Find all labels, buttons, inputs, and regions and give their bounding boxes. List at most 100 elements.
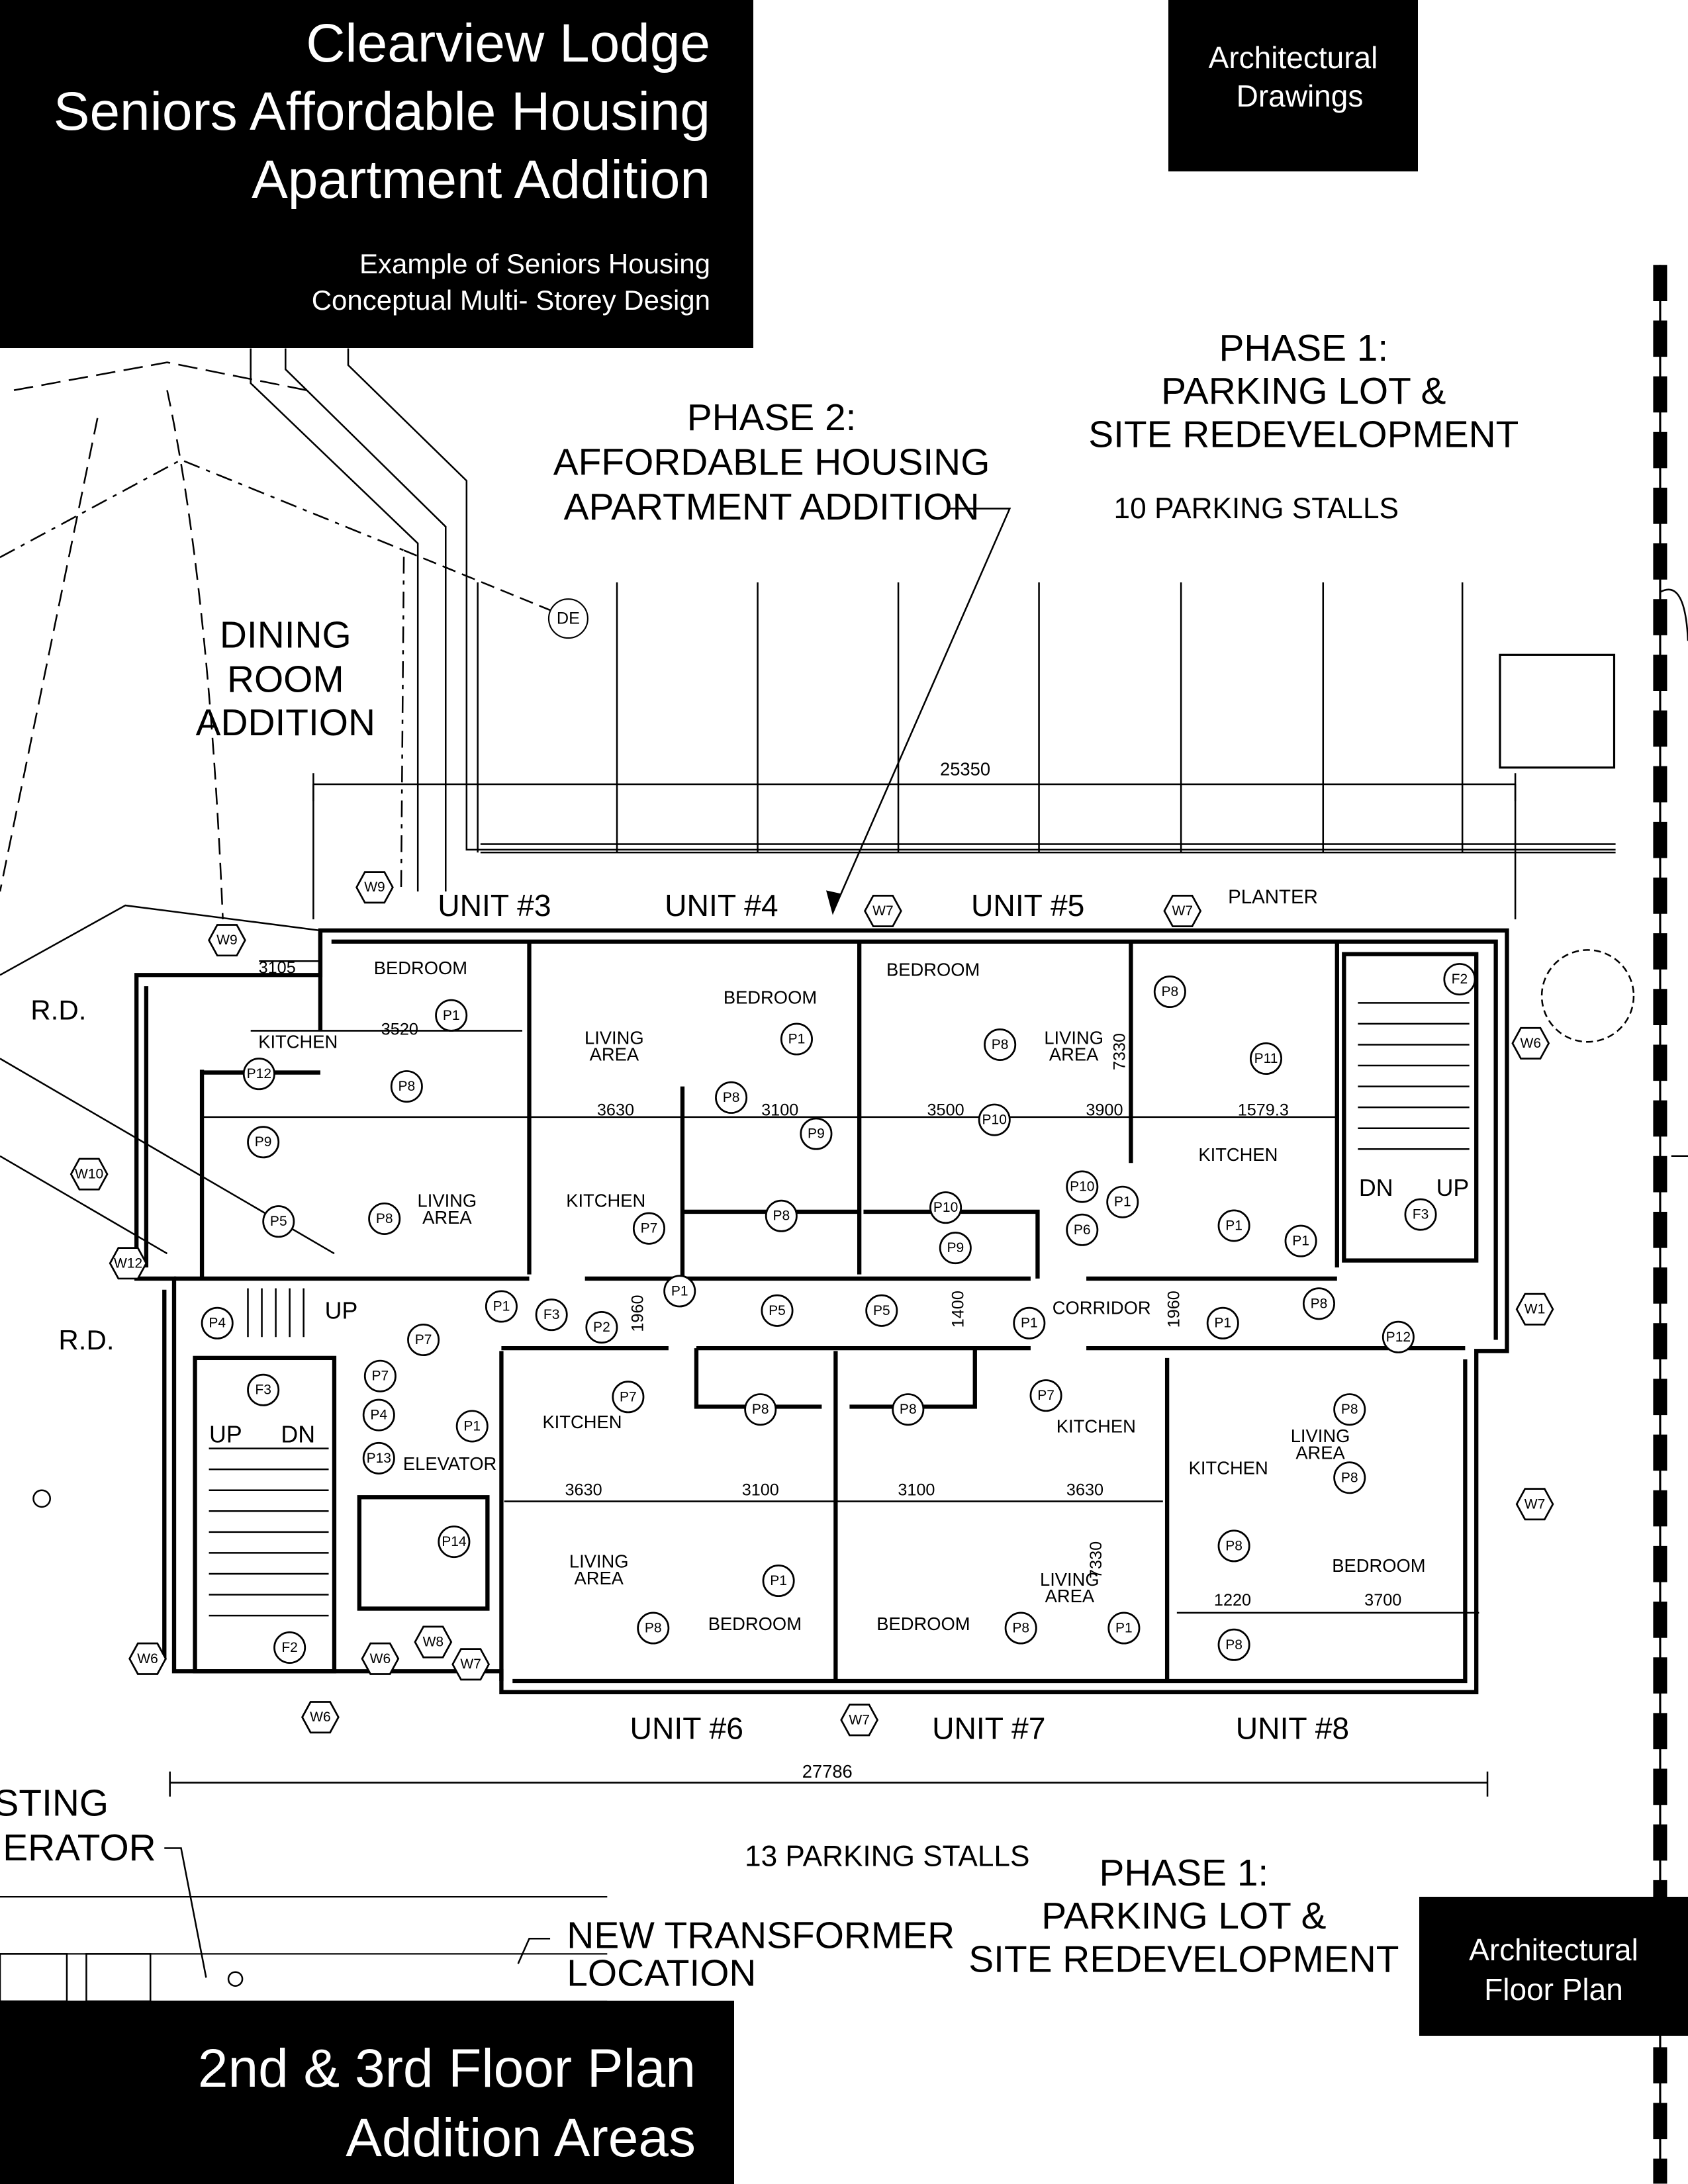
room-label: UP [1436, 1175, 1470, 1201]
dimension-label: 3100 [742, 1481, 779, 1500]
fixture-tag-circle [637, 1612, 670, 1645]
parking-count-note: 13 PARKING STALLS [745, 1841, 1029, 1873]
fixture-tag-circle [1333, 1393, 1366, 1426]
fixture-tag-label: P8 [992, 1037, 1009, 1052]
window-tag-hexagon [70, 1158, 109, 1191]
room-label: LIVING [1291, 1426, 1350, 1446]
fixture-tag-label: P5 [873, 1303, 890, 1318]
fixture-tag-label: F2 [281, 1640, 298, 1655]
fixture-tag-circle [892, 1393, 925, 1426]
phase1-note: PHASE 1: [1219, 328, 1388, 369]
fixture-tag-circle [435, 999, 468, 1032]
fixture-tag-label: P8 [376, 1211, 393, 1226]
room-label: LIVING [1040, 1569, 1100, 1590]
dimension-label: 3100 [761, 1101, 798, 1119]
room-label: BEDROOM [724, 987, 817, 1007]
fixture-tag-label: P6 [1074, 1222, 1091, 1238]
fixture-tag-circle [1382, 1320, 1415, 1353]
dimension-label: 3100 [898, 1481, 935, 1500]
fixture-tag-circle [1404, 1198, 1437, 1231]
room-label: LIVING [585, 1027, 644, 1048]
fixture-tag-circle [1217, 1209, 1250, 1242]
fixture-tag-circle [663, 1275, 696, 1308]
window-tag-label: W7 [872, 903, 894, 919]
fixture-tag-label: P8 [1161, 984, 1178, 999]
room-label: CORRIDOR [1053, 1298, 1151, 1318]
fixture-tag-circle [1249, 1042, 1283, 1075]
fixture-tag-label: P1 [1214, 1316, 1231, 1331]
fixture-tag-label: P1 [1115, 1621, 1133, 1636]
fixture-tag-label: P7 [1037, 1388, 1055, 1403]
title-block: Clearview Lodge Seniors Affordable Housi… [0, 0, 753, 348]
dimension-label: 1400 [949, 1291, 968, 1328]
fixture-tag-label: P4 [209, 1316, 226, 1331]
window-tag-hexagon [109, 1247, 148, 1280]
window-tag-label: W8 [423, 1635, 444, 1650]
window-tag-label: W6 [1520, 1036, 1541, 1051]
unit-label: UNIT #6 [630, 1711, 743, 1746]
fixture-tag-label: P1 [1225, 1218, 1243, 1233]
fixture-tag-label: P13 [367, 1451, 391, 1466]
room-label: DN [281, 1422, 315, 1448]
room-label: AREA [422, 1207, 472, 1228]
fixture-tag-circle [247, 1126, 280, 1159]
fixture-tag-label: P1 [1114, 1195, 1131, 1210]
dimension-label: 7330 [1111, 1033, 1129, 1070]
fixture-tag-circle [765, 1199, 798, 1232]
fixture-tag-label: P8 [645, 1621, 662, 1636]
fixture-tag-circle [485, 1290, 518, 1323]
overall-dimension: 27786 [802, 1761, 853, 1782]
fixture-tag-circle [273, 1631, 306, 1664]
dimension-label: 1960 [1165, 1291, 1184, 1328]
room-label: KITCHEN [1198, 1144, 1278, 1165]
planter-label: PLANTER [1228, 886, 1318, 908]
window-tag-hexagon [840, 1704, 879, 1737]
window-tag-hexagon [128, 1642, 167, 1675]
fixture-tag-circle [744, 1393, 777, 1426]
window-tag-hexagon [355, 871, 394, 904]
fixture-tag-label: P8 [900, 1402, 917, 1417]
fixture-tag-circle [455, 1410, 489, 1443]
fixture-tag-label: F3 [255, 1383, 271, 1398]
window-tag-label: W7 [1172, 903, 1193, 919]
room-label: AREA [1045, 1586, 1095, 1606]
transformer-note: LOCATION [567, 1952, 756, 1994]
fixture-tag-circle [1206, 1306, 1239, 1340]
room-label: UP [325, 1297, 358, 1324]
window-tag-label: W6 [137, 1651, 158, 1666]
room-label: AREA [574, 1568, 624, 1588]
fixture-tag-circle [407, 1323, 440, 1357]
section-label-line-1: Architectural [1469, 1933, 1638, 1967]
fixture-tag-circle [362, 1441, 395, 1475]
sheet-title: 2nd & 3rd Floor Plan Addition Areas [0, 2001, 734, 2184]
detail-tag-label: DE [557, 610, 580, 628]
fixture-tag-circle [363, 1359, 397, 1392]
fixture-tag-label: P12 [247, 1066, 271, 1081]
project-subtitle-line-1: Example of Seniors Housing [359, 248, 710, 279]
fixture-tag-label: P8 [1225, 1538, 1243, 1553]
window-tag-hexagon [451, 1648, 491, 1681]
fixture-tag-circle [390, 1070, 423, 1103]
window-tag-label: W6 [370, 1651, 391, 1666]
section-label-drawings: Architectural Drawings [1168, 0, 1418, 171]
roof-drain-label: R.D. [30, 994, 86, 1025]
room-label: AREA [1295, 1442, 1345, 1463]
fixture-tag-circle [1153, 976, 1186, 1009]
dimension-label: 3105 [259, 959, 296, 978]
fixture-tag-label: P2 [593, 1320, 610, 1335]
project-title-line-2: Seniors Affordable Housing [53, 81, 710, 142]
fixture-tag-circle [715, 1081, 748, 1114]
phase1-note: PARKING LOT & [1161, 371, 1446, 412]
fixture-tag-circle [978, 1103, 1011, 1136]
dining-room-note: ADDITION [196, 702, 375, 744]
dimension-label: 3520 [381, 1020, 418, 1038]
project-title-line-1: Clearview Lodge [306, 13, 710, 73]
window-tag-hexagon [1163, 894, 1202, 927]
fixture-tag-label: P1 [788, 1032, 806, 1047]
dining-room-note: DINING [220, 614, 352, 656]
room-label: KITCHEN [566, 1191, 645, 1211]
fixture-tag-circle [1284, 1224, 1317, 1257]
window-tag-hexagon [864, 894, 902, 927]
room-label: BEDROOM [886, 959, 980, 979]
fixture-tag-circle [800, 1117, 833, 1150]
